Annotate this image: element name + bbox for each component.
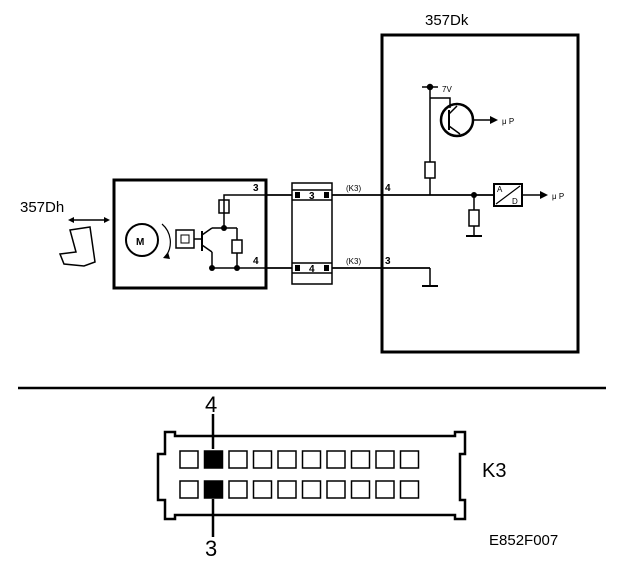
connector-cavity xyxy=(277,450,297,469)
connector-cavity xyxy=(301,480,322,499)
module-357dh-pin-lower: 4 xyxy=(253,256,259,267)
connector-cavity xyxy=(228,450,248,469)
connector-cavity xyxy=(179,450,199,469)
sensor-resistor-2 xyxy=(231,239,243,254)
adc-label-d: D xyxy=(512,197,518,206)
wire-label-lower: (K3) xyxy=(346,257,361,266)
connector-block xyxy=(291,182,333,285)
motor-symbol xyxy=(125,223,159,257)
pullup-resistor xyxy=(424,161,436,179)
connector-cavity xyxy=(252,450,273,469)
transistor-output-arrow xyxy=(490,116,498,124)
connector-face-k3 xyxy=(156,430,467,521)
connector-cavity xyxy=(326,450,346,469)
connector-cavity xyxy=(375,480,395,499)
module-357dk-box xyxy=(380,33,580,354)
supply-label: 7V xyxy=(442,85,452,94)
seat-icon xyxy=(58,226,96,267)
connector-cavity xyxy=(326,480,346,499)
pulldown-resistor xyxy=(468,209,480,227)
connector-cavity xyxy=(301,450,322,469)
wire-label-upper: (K3) xyxy=(346,184,361,193)
adc-output-label: μ P xyxy=(552,192,564,201)
connector-cavity xyxy=(375,450,395,469)
connector-face-label: K3 xyxy=(482,460,506,482)
hall-sensor xyxy=(175,229,195,249)
adc-label-a: A xyxy=(497,185,503,194)
connector-cavity xyxy=(350,480,371,499)
callout-pin-bottom: 3 xyxy=(205,536,217,561)
connector-cavity-highlighted xyxy=(203,480,224,499)
connector-cavity xyxy=(179,480,199,499)
connector-cavity xyxy=(350,450,371,469)
connector-cavity xyxy=(399,450,420,469)
motor-label: M xyxy=(136,237,144,248)
connector-cavity xyxy=(399,480,420,499)
module-357dh-box xyxy=(112,178,268,290)
transistor-output-label: μ P xyxy=(502,117,514,126)
module-357dk-pin-upper: 4 xyxy=(385,183,391,194)
connector-block-pin-lower: 4 xyxy=(309,264,315,275)
callout-pin-top: 4 xyxy=(205,392,217,417)
connector-cavity xyxy=(277,480,297,499)
connector-cavity xyxy=(228,480,248,499)
module-357dk-pin-lower: 3 xyxy=(385,256,391,267)
figure-code: E852F007 xyxy=(489,532,558,549)
module-357dk-label: 357Dk xyxy=(425,12,469,29)
sensor-resistor-1 xyxy=(218,199,230,214)
connector-block-pin-upper: 3 xyxy=(309,191,315,202)
connector-cavity xyxy=(252,480,273,499)
module-357dh-label: 357Dh xyxy=(20,199,64,216)
module-357dh-pin-upper: 3 xyxy=(253,183,259,194)
connector-cavity-highlighted xyxy=(203,450,224,469)
adc-output-arrow xyxy=(540,191,548,199)
